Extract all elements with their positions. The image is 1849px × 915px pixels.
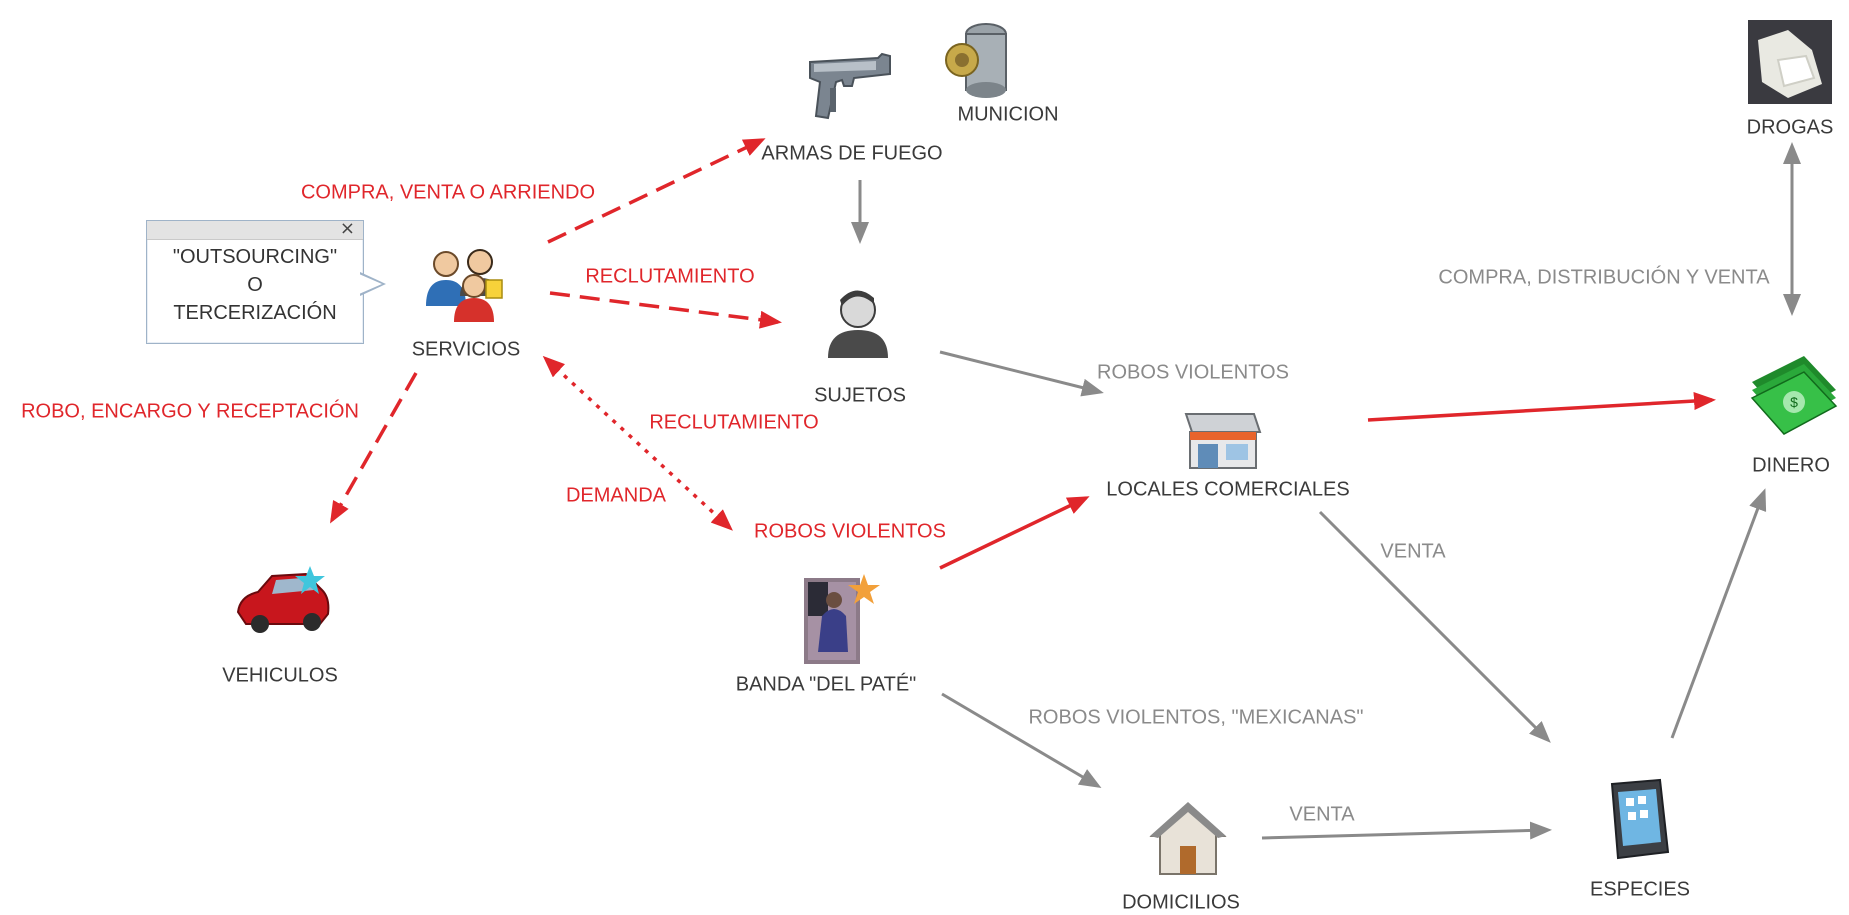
edge-servicios-armas xyxy=(547,138,766,244)
edge-label-compra-venta: COMPRA, VENTA O ARRIENDO xyxy=(300,181,596,204)
edge-locales-dinero xyxy=(1367,392,1716,422)
edge-especies-dinero xyxy=(1670,488,1767,739)
node-label-servicios: SERVICIOS xyxy=(411,338,521,361)
node-label-banda: BANDA "DEL PATÉ" xyxy=(735,673,917,696)
money-icon[interactable]: $ xyxy=(1750,356,1838,435)
edge-sujetos-locales xyxy=(939,350,1104,397)
node-label-sujetos: SUJETOS xyxy=(814,384,906,407)
person-icon[interactable] xyxy=(828,290,888,358)
edge-label-reclutamiento-2: RECLUTAMIENTO xyxy=(649,411,819,434)
edge-label-compra-distribucion: COMPRA, DISTRIBUCIÓN Y VENTA xyxy=(1438,266,1770,289)
callout-line: O xyxy=(247,274,263,296)
edge-label-robos-mexicanas: ROBOS VIOLENTOS, "MEXICANAS" xyxy=(1028,706,1364,729)
edge-label-venta-locales: VENTA xyxy=(1380,540,1446,563)
edge-servicios-sujetos xyxy=(549,291,782,329)
callout-line: "OUTSOURCING" xyxy=(172,246,338,268)
node-label-domicilios: DOMICILIOS xyxy=(1122,891,1240,914)
edge-label-robos-violentos-sujetos: ROBOS VIOLENTOS xyxy=(1097,361,1289,384)
store-icon[interactable] xyxy=(1184,413,1262,469)
pistol-icon[interactable] xyxy=(809,52,891,120)
node-label-vehiculos: VEHICULOS xyxy=(222,664,338,687)
users-icon[interactable] xyxy=(426,249,503,322)
node-label-dinero: DINERO xyxy=(1752,454,1830,477)
star-icon xyxy=(848,574,880,604)
edge-locales-especies xyxy=(1318,510,1551,743)
edge-banda-locales xyxy=(939,496,1090,570)
edge-banda-domicilios xyxy=(941,692,1102,789)
house-icon[interactable] xyxy=(1149,802,1227,875)
callout-tail-inner xyxy=(359,274,382,294)
callout-text: "OUTSOURCING" O TERCERIZACIÓN xyxy=(147,243,363,327)
edge-domicilios-especies xyxy=(1261,821,1552,840)
close-icon[interactable]: × xyxy=(339,218,355,239)
svg-text:$: $ xyxy=(1790,394,1798,410)
star-icon xyxy=(295,566,325,594)
phone-icon[interactable] xyxy=(1610,778,1670,860)
drugs-icon[interactable] xyxy=(1748,20,1832,104)
edge-label-robos-violentos-banda: ROBOS VIOLENTOS xyxy=(754,520,946,543)
gang-photo-icon[interactable] xyxy=(804,578,860,664)
node-label-especies: ESPECIES xyxy=(1589,878,1691,901)
edge-label-venta-domicilios: VENTA xyxy=(1289,803,1355,826)
outsourcing-callout: × "OUTSOURCING" O TERCERIZACIÓN xyxy=(146,218,364,344)
node-label-municion: MUNICION xyxy=(957,103,1059,126)
node-label-locales: LOCALES COMERCIALES xyxy=(1106,478,1350,501)
callout-line: TERCERIZACIÓN xyxy=(173,302,337,324)
node-label-armas: ARMAS DE FUEGO xyxy=(761,142,943,165)
edge-servicios-vehiculos xyxy=(330,372,418,524)
edge-label-robo-encargo: ROBO, ENCARGO Y RECEPTACIÓN xyxy=(21,400,359,423)
edge-label-demanda: DEMANDA xyxy=(565,484,667,507)
edge-label-reclutamiento-1: RECLUTAMIENTO xyxy=(585,265,755,288)
callout-title-bar: × xyxy=(147,218,363,240)
node-label-drogas: DROGAS xyxy=(1746,116,1834,139)
ammunition-icon[interactable] xyxy=(945,23,1007,98)
